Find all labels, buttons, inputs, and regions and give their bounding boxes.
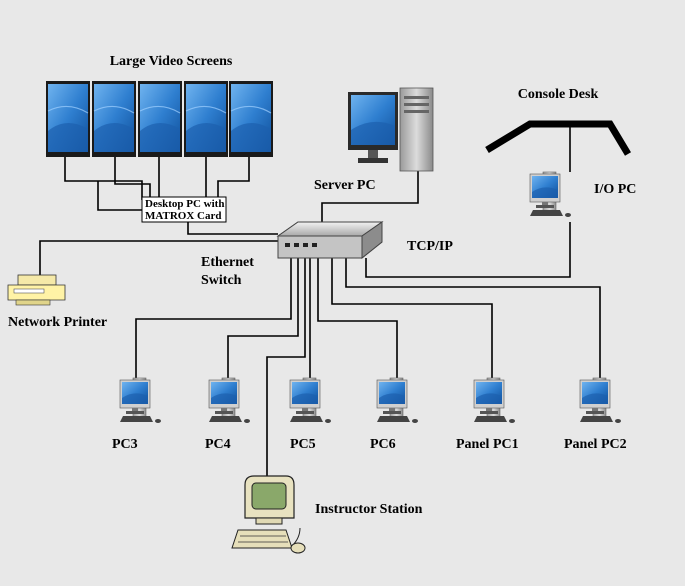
label-io-pc: I/O PC	[594, 182, 636, 197]
label-desktop-pc-line1: Desktop PC with	[145, 198, 224, 210]
label-console-desk: Console Desk	[518, 87, 599, 102]
label-server-pc: Server PC	[314, 178, 376, 193]
label-pc3: PC3	[112, 437, 138, 452]
panel-pc2-icon	[579, 377, 622, 424]
label-pc4: PC4	[205, 437, 231, 452]
label-switch: Switch	[201, 273, 242, 288]
label-network-printer: Network Printer	[8, 315, 107, 330]
label-ethernet: Ethernet	[201, 255, 254, 270]
large-video-screens	[45, 80, 274, 158]
label-panel-pc2: Panel PC2	[564, 437, 627, 452]
io-pc-icon	[529, 171, 572, 218]
pc3-icon	[119, 377, 162, 424]
ethernet-switch-icon	[276, 221, 384, 260]
pc6-icon	[376, 377, 419, 424]
pc4-icon	[208, 377, 251, 424]
label-instructor-station: Instructor Station	[315, 502, 423, 517]
network-printer-icon	[7, 274, 66, 306]
panel-pc1-icon	[473, 377, 516, 424]
connection-lines	[39, 124, 601, 476]
label-desktop-pc-line2: MATROX Card	[145, 210, 221, 222]
instructor-station-icon	[231, 475, 306, 554]
label-tcp-ip: TCP/IP	[407, 239, 453, 254]
desktop-pc-box	[141, 196, 227, 223]
pc5-icon	[289, 377, 332, 424]
label-pc6: PC6	[370, 437, 396, 452]
label-large-video-screens: Large Video Screens	[110, 54, 233, 69]
label-pc5: PC5	[290, 437, 316, 452]
label-panel-pc1: Panel PC1	[456, 437, 519, 452]
console-desk	[485, 120, 632, 156]
server-pc-icon	[348, 87, 434, 172]
